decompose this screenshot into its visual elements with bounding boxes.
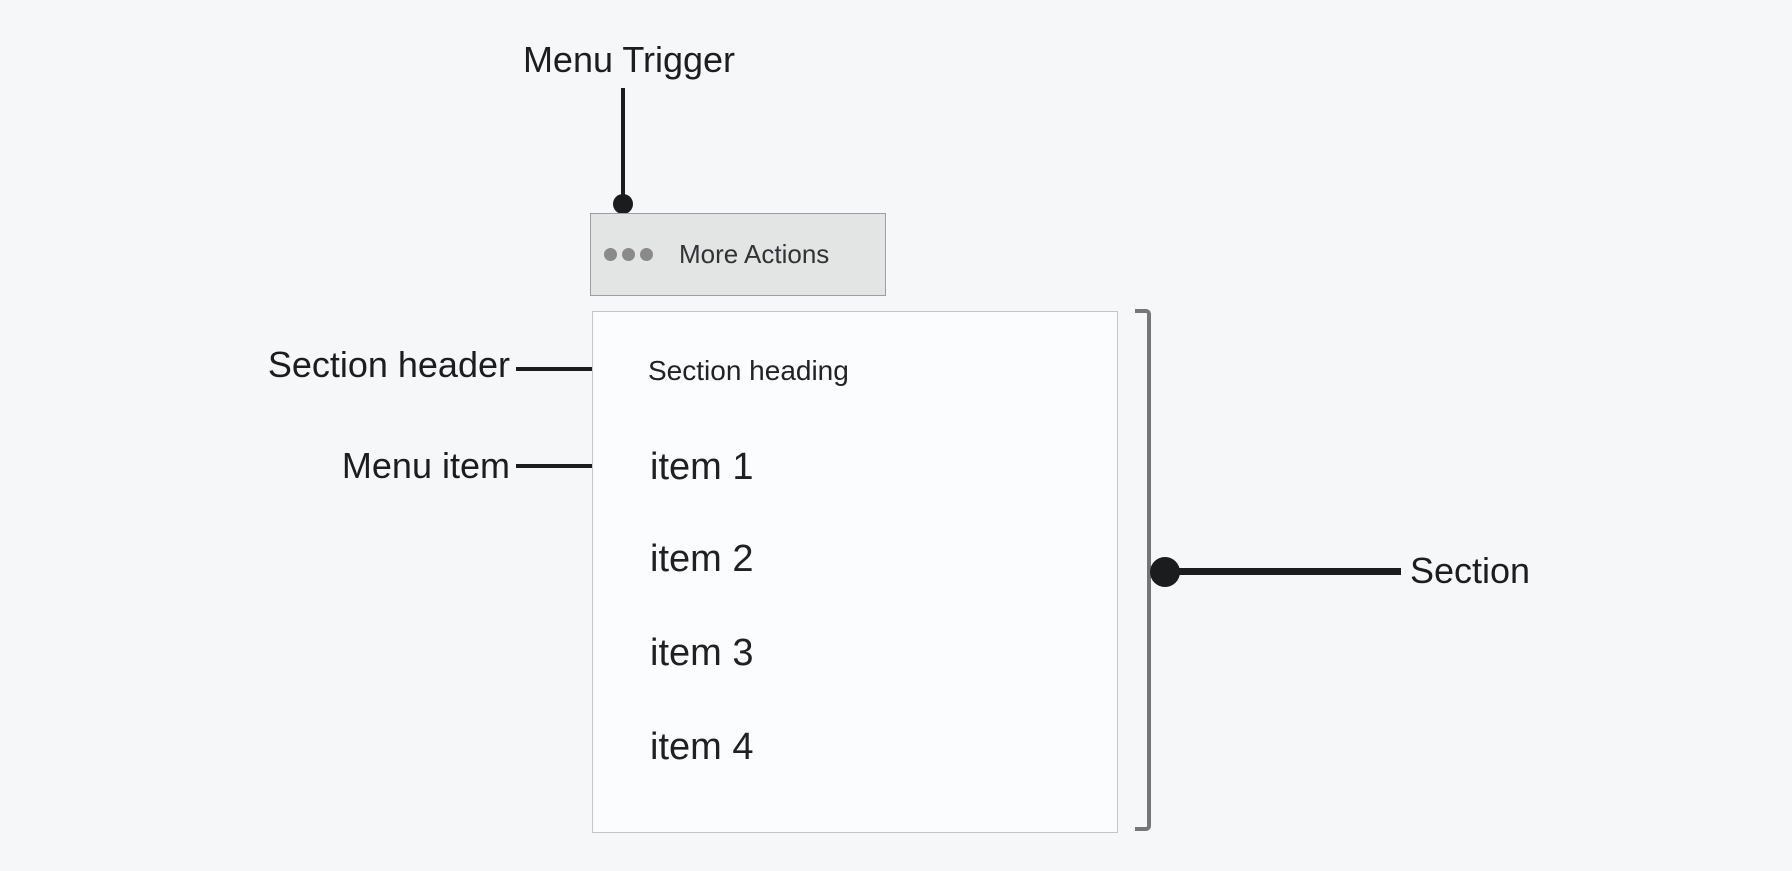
more-actions-button-label: More Actions [679,239,830,269]
menu-section-heading: Section heading [648,355,849,386]
ellipsis-dot [640,248,653,261]
annotation-section-label: Section [1410,550,1531,591]
ellipsis-icon [604,248,653,261]
annotation-menu-trigger-label: Menu Trigger [522,39,736,80]
menu-popup: Section heading item 1 item 2 item 3 ite… [592,311,1118,833]
menu-item-connector-line [516,464,629,468]
section-header-connector-line [516,367,629,371]
menu-item-4[interactable]: item 4 [650,726,754,768]
annotation-section-header-label: Section header [267,344,510,385]
ellipsis-dot [622,248,635,261]
more-actions-button[interactable]: More Actions [590,213,886,296]
menu-trigger-connector-line [621,88,625,198]
annotation-menu-item-label: Menu item [341,445,510,486]
section-connector-line [1164,568,1401,575]
menu-item-3[interactable]: item 3 [650,632,754,674]
menu-trigger-connector-dot [613,194,633,214]
ellipsis-dot [604,248,617,261]
section-bracket [1135,309,1151,831]
menu-item-1[interactable]: item 1 [650,446,754,488]
menu-item-2[interactable]: item 2 [650,538,754,580]
